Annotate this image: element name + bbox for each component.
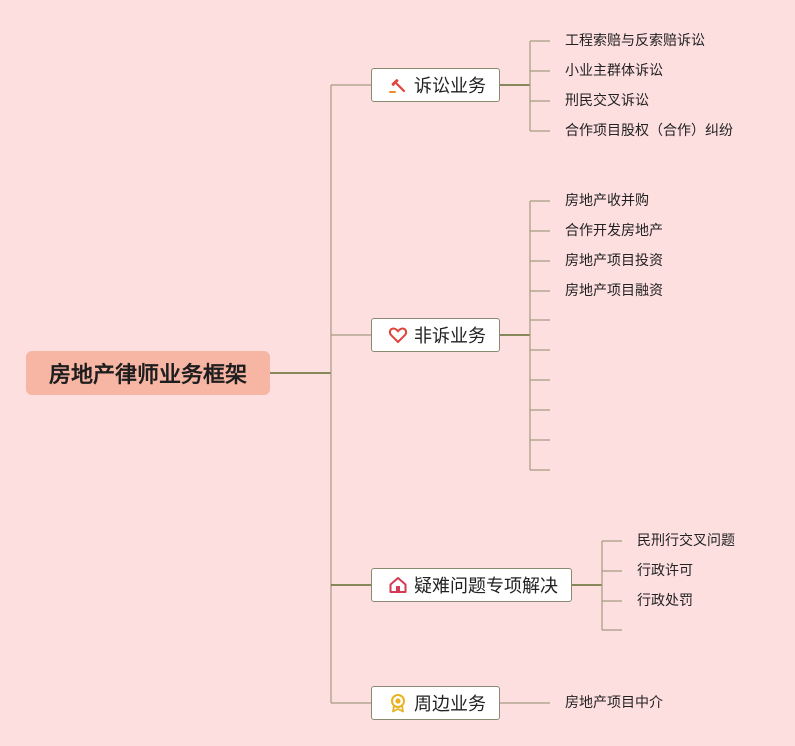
list-item[interactable]: 房地产项目中介	[565, 695, 663, 711]
house-icon	[388, 575, 408, 595]
list-item[interactable]: 工程索赔与反索赔诉讼	[565, 33, 705, 49]
heart-icon	[388, 325, 408, 345]
branch-litigation[interactable]: 诉讼业务	[371, 68, 500, 102]
branch-label: 周边业务	[414, 694, 486, 715]
list-item[interactable]: 合作开发房地产	[565, 223, 663, 239]
list-item[interactable]: 合作项目股权（合作）纠纷	[565, 123, 733, 139]
branch-label: 诉讼业务	[414, 76, 486, 97]
list-item[interactable]: 小业主群体诉讼	[565, 63, 663, 79]
branch-non-litigation[interactable]: 非诉业务	[371, 318, 500, 352]
list-item[interactable]: 行政处罚	[637, 593, 693, 609]
list-item[interactable]: 刑民交叉诉讼	[565, 93, 649, 109]
list-item[interactable]: 房地产项目投资	[565, 253, 663, 269]
list-item[interactable]: 行政许可	[637, 563, 693, 579]
branch3-ticks	[602, 540, 622, 631]
root-node[interactable]: 房地产律师业务框架	[26, 351, 270, 395]
root-label: 房地产律师业务框架	[48, 363, 247, 388]
list-item[interactable]: 民刑行交叉问题	[637, 533, 735, 549]
branch1-ticks	[530, 40, 550, 132]
branch-label: 非诉业务	[414, 326, 486, 347]
branch-special-issues[interactable]: 疑难问题专项解决	[371, 568, 572, 602]
branch-label: 疑难问题专项解决	[414, 576, 558, 597]
branch-peripheral[interactable]: 周边业务	[371, 686, 500, 720]
list-item[interactable]: 房地产项目融资	[565, 283, 663, 299]
gavel-icon	[388, 75, 408, 95]
list-item[interactable]: 房地产收并购	[565, 193, 649, 209]
branch2-ticks	[530, 200, 550, 471]
medal-icon	[388, 693, 408, 713]
